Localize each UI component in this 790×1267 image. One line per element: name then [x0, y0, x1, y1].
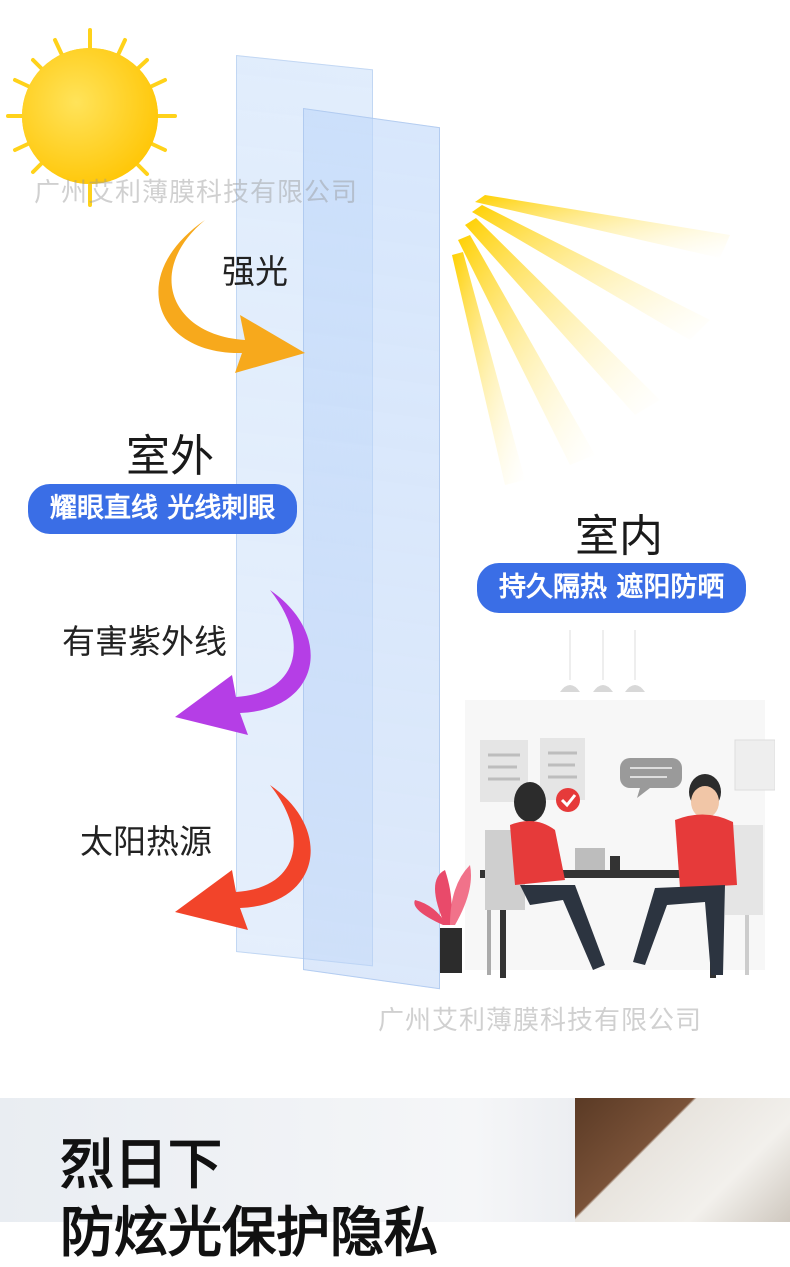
arrow-heat-icon	[175, 785, 311, 930]
sun-rays-icon	[452, 195, 730, 485]
outdoor-pill: 耀眼直线 光线刺眼	[28, 484, 298, 534]
sun-icon	[6, 28, 177, 207]
bottom-banner-photo	[575, 1098, 790, 1222]
office-meeting-illustration	[414, 630, 775, 978]
bottom-headline-2: 防炫光保护隐私	[60, 1201, 438, 1264]
arrow-light-icon	[158, 220, 305, 373]
indoor-title: 室内	[575, 511, 663, 562]
arrow-uv-icon	[175, 590, 311, 735]
watermark: 广州艾利薄膜科技有限公司	[378, 1006, 703, 1036]
bottom-headline-1: 烈日下	[60, 1133, 222, 1196]
label-strong-light: 强光	[222, 252, 288, 291]
watermark: 广州艾利薄膜科技有限公司	[34, 178, 359, 208]
label-solar-heat: 太阳热源	[80, 822, 212, 861]
outdoor-title: 室外	[126, 431, 214, 482]
indoor-pill: 持久隔热 遮阳防晒	[477, 563, 747, 613]
label-uv: 有害紫外线	[62, 622, 227, 661]
